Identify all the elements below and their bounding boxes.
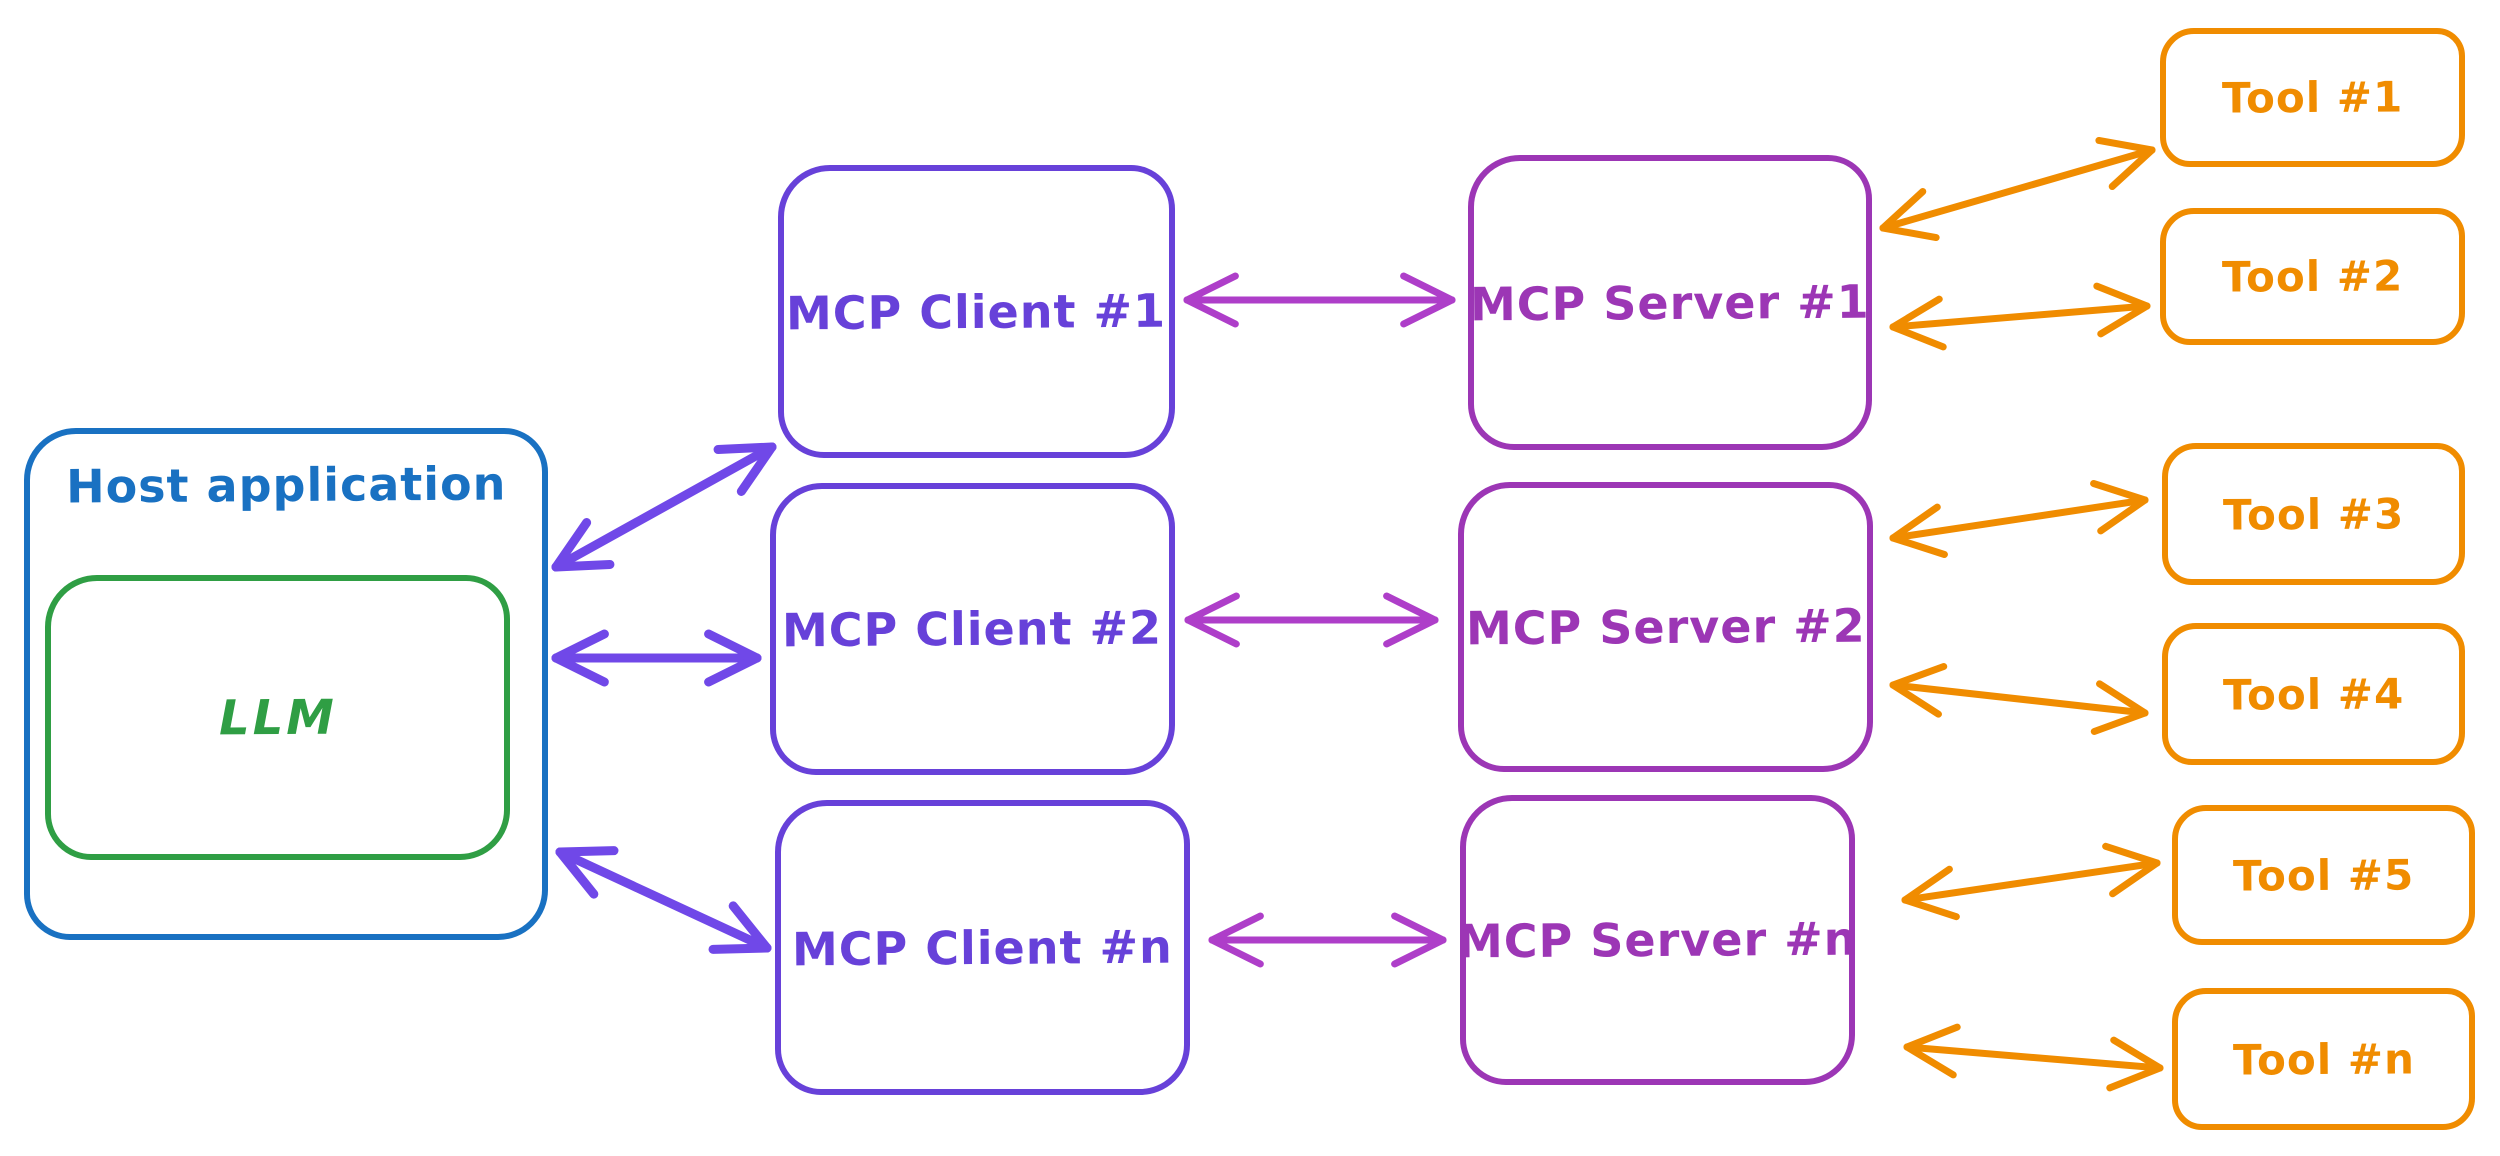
tool-4-box: Tool #4 <box>2162 623 2465 765</box>
tool-2-box: Tool #2 <box>2160 208 2465 345</box>
arrow-mcp-server-1--tool-1 <box>1879 136 2156 242</box>
arrow-mcp-server-2--tool-4 <box>1889 663 2149 735</box>
tool-n-label: Tool #n <box>2232 1033 2415 1085</box>
arrow-mcp-server-n--tool-5 <box>1901 842 2161 921</box>
mcp-server-2-label: MCP Server #2 <box>1465 598 1866 656</box>
arrow-mcp-client-1--mcp-server-1 <box>1183 272 1456 328</box>
tool-4-label: Tool #4 <box>2222 668 2405 720</box>
tool-3-box: Tool #3 <box>2162 443 2465 585</box>
arrow-host--mcp-client-n <box>555 846 772 954</box>
mcp-client-1-box: MCP Client #1 <box>778 165 1175 458</box>
arrow-mcp-client-2--mcp-server-2 <box>1184 592 1439 648</box>
tool-n-box: Tool #n <box>2172 988 2475 1130</box>
arrow-mcp-client-n--mcp-server-n <box>1208 912 1447 968</box>
tool-1-box: Tool #1 <box>2160 28 2465 167</box>
arrow-host--mcp-client-1 <box>551 442 777 572</box>
arrow-host--mcp-client-2 <box>551 629 762 687</box>
mcp-server-2-box: MCP Server #2 <box>1458 482 1873 772</box>
mcp-client-n-label: MCP Client #n <box>791 919 1174 976</box>
tool-5-label: Tool #5 <box>2232 849 2415 901</box>
llm-label: LLM <box>218 689 337 746</box>
tool-2-label: Tool #2 <box>2221 251 2404 302</box>
arrow-mcp-server-2--tool-3 <box>1889 480 2149 558</box>
mcp-server-1-box: MCP Server #1 <box>1468 155 1872 450</box>
mcp-client-2-label: MCP Client #2 <box>782 600 1163 658</box>
mcp-client-2-box: MCP Client #2 <box>770 483 1175 775</box>
mcp-client-n-box: MCP Client #n <box>775 800 1190 1095</box>
tool-5-box: Tool #5 <box>2172 805 2475 945</box>
mcp-client-1-label: MCP Client #1 <box>786 283 1167 340</box>
tool-3-label: Tool #3 <box>2222 488 2405 540</box>
mcp-server-n-label: MCP Server #n <box>1457 911 1858 969</box>
mcp-server-n-box: MCP Server #n <box>1457 795 1858 1085</box>
mcp-server-1-label: MCP Server #1 <box>1469 274 1871 331</box>
tool-1-label: Tool #1 <box>2221 72 2404 123</box>
arrow-mcp-server-1--tool-2 <box>1889 282 2151 351</box>
host-application-label: Host application <box>65 456 507 514</box>
arrow-mcp-server-n--tool-n <box>1903 1023 2164 1092</box>
llm-box: LLM <box>45 575 510 860</box>
